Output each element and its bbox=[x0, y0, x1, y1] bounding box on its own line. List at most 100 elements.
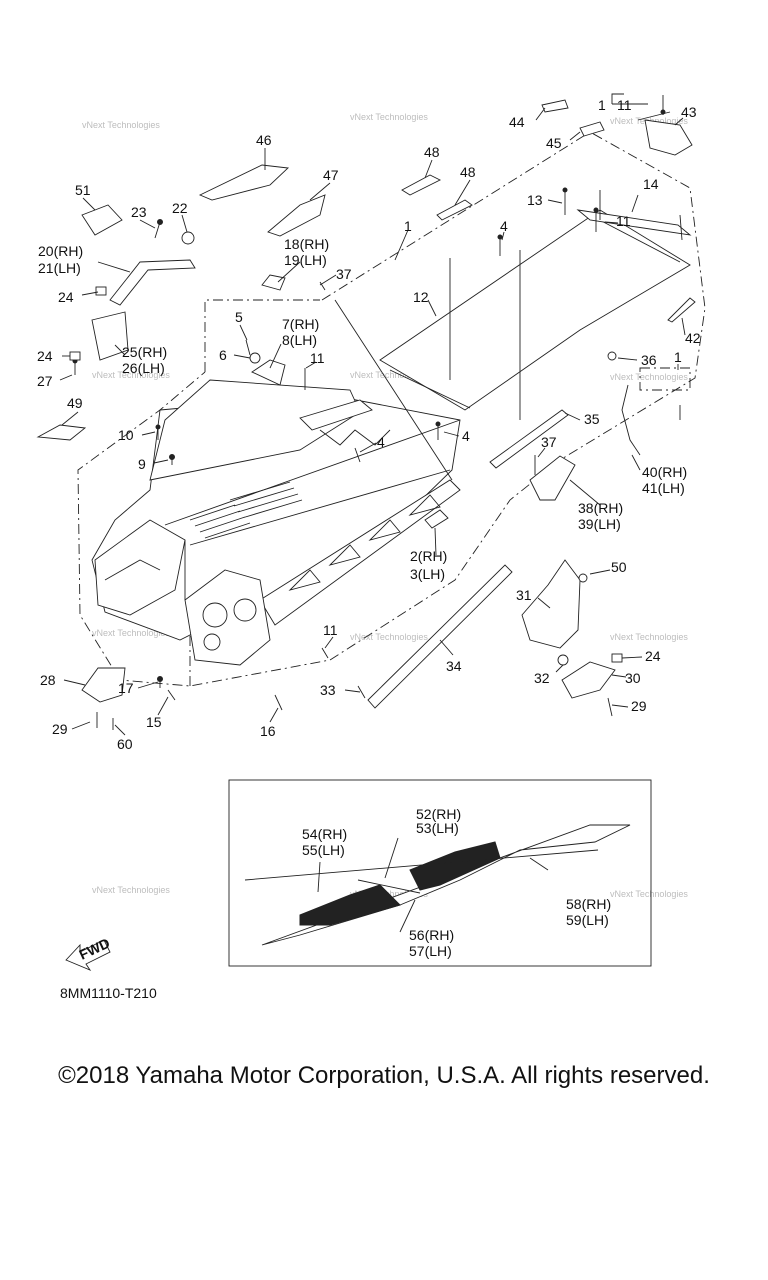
callout: 44 bbox=[509, 114, 525, 130]
watermark: vNext Technologies bbox=[82, 120, 160, 130]
callout: 37 bbox=[541, 434, 557, 450]
callout: 17 bbox=[118, 680, 134, 696]
heel-pad-28 bbox=[81, 667, 126, 703]
leader-lines bbox=[59, 93, 686, 736]
callout: 48 bbox=[460, 164, 476, 180]
callout: 56(RH) bbox=[409, 927, 454, 943]
callout: 7(RH) bbox=[282, 316, 319, 332]
callout: 39(LH) bbox=[578, 516, 621, 532]
callout: 6 bbox=[219, 347, 227, 363]
callout: 20(RH) bbox=[38, 243, 83, 259]
pad-47 bbox=[267, 194, 326, 237]
watermark: vNext Technologies bbox=[610, 889, 688, 899]
watermark: vNext Technologies bbox=[350, 370, 428, 380]
callout: 29 bbox=[52, 721, 68, 737]
plate-25 bbox=[91, 311, 129, 361]
callout: 48 bbox=[424, 144, 440, 160]
callout: 53(LH) bbox=[416, 820, 459, 836]
watermark: vNext Technologies bbox=[350, 632, 428, 642]
callout: 11 bbox=[310, 350, 325, 366]
callout: 12 bbox=[413, 289, 429, 305]
callout: 54(RH) bbox=[302, 826, 347, 842]
pad-48a bbox=[401, 174, 442, 196]
watermark: vNext Technologies bbox=[92, 370, 170, 380]
watermark: vNext Technologies bbox=[610, 372, 688, 382]
bracket-2 bbox=[424, 509, 449, 529]
callout: 11 bbox=[616, 213, 631, 229]
callout: 57(LH) bbox=[409, 943, 452, 959]
watermark: vNext Technologies bbox=[350, 112, 428, 122]
guard-51 bbox=[81, 204, 123, 236]
pad-48b bbox=[436, 199, 473, 221]
callout: 22 bbox=[172, 200, 188, 216]
callout: 52(RH) bbox=[416, 806, 461, 822]
callout: 31 bbox=[516, 587, 532, 603]
callout: 59(LH) bbox=[566, 912, 609, 928]
bracket-20 bbox=[109, 259, 196, 306]
callout: 40(RH) bbox=[642, 464, 687, 480]
callout: 43 bbox=[681, 104, 697, 120]
callout: 45 bbox=[546, 135, 562, 151]
callout: 5 bbox=[235, 309, 243, 325]
callout: 1 bbox=[674, 349, 682, 365]
callout: 42 bbox=[685, 330, 701, 346]
callout: 25(RH) bbox=[122, 344, 167, 360]
fwd-arrow-icon: FWD bbox=[65, 935, 112, 971]
callout: 24 bbox=[58, 289, 74, 305]
flap-42 bbox=[667, 297, 696, 323]
foot-plate-31 bbox=[521, 559, 581, 649]
callout: 51 bbox=[75, 182, 91, 198]
fasteners bbox=[69, 95, 681, 730]
callout: 38(RH) bbox=[578, 500, 623, 516]
pad-45 bbox=[579, 121, 605, 137]
callout: 27 bbox=[37, 373, 53, 389]
callout: 58(RH) bbox=[566, 896, 611, 912]
callout: 32 bbox=[534, 670, 550, 686]
callout: 16 bbox=[260, 723, 276, 739]
tunnel-vents bbox=[189, 481, 303, 539]
watermark: vNext Technologies bbox=[92, 628, 170, 638]
decal-panel bbox=[228, 779, 652, 967]
pad-46 bbox=[198, 164, 290, 201]
callout: 33 bbox=[320, 682, 336, 698]
running-board-34 bbox=[367, 564, 513, 709]
cable-40 bbox=[621, 384, 641, 456]
callout: 19(LH) bbox=[284, 252, 327, 268]
callout: 35 bbox=[584, 411, 600, 427]
callout: 4 bbox=[500, 218, 508, 234]
bracket-38 bbox=[529, 455, 576, 501]
callout: 23 bbox=[131, 204, 147, 220]
clip-18 bbox=[261, 274, 286, 291]
callout: 29 bbox=[631, 698, 647, 714]
callout: 14 bbox=[643, 176, 659, 192]
callout: 3(LH) bbox=[410, 566, 445, 582]
callout: 55(LH) bbox=[302, 842, 345, 858]
callout: 60 bbox=[117, 736, 133, 752]
callout: 11 bbox=[323, 622, 338, 638]
callout: 49 bbox=[67, 395, 83, 411]
callout: 18(RH) bbox=[284, 236, 329, 252]
callout: 50 bbox=[611, 559, 627, 575]
callout: 46 bbox=[256, 132, 272, 148]
step-30 bbox=[561, 661, 616, 699]
callout: 1 bbox=[404, 218, 412, 234]
pad-49 bbox=[36, 424, 87, 441]
callout: 26(LH) bbox=[122, 360, 165, 376]
callout: 10 bbox=[118, 427, 134, 443]
callout: 30 bbox=[625, 670, 641, 686]
tunnel-frame bbox=[91, 379, 461, 666]
callout: 34 bbox=[446, 658, 462, 674]
rail-35 bbox=[489, 409, 569, 469]
cross-bar bbox=[576, 190, 692, 241]
callout: 24 bbox=[37, 348, 53, 364]
callout: 4 bbox=[462, 428, 470, 444]
callout: 24 bbox=[645, 648, 661, 664]
callout: 11 bbox=[617, 97, 632, 113]
callout: 9 bbox=[138, 456, 146, 472]
callout: 1 bbox=[598, 97, 606, 113]
callout: 37 bbox=[336, 266, 352, 282]
callout: 13 bbox=[527, 192, 543, 208]
rear-plate bbox=[379, 209, 691, 411]
callout: 2(RH) bbox=[410, 548, 447, 564]
